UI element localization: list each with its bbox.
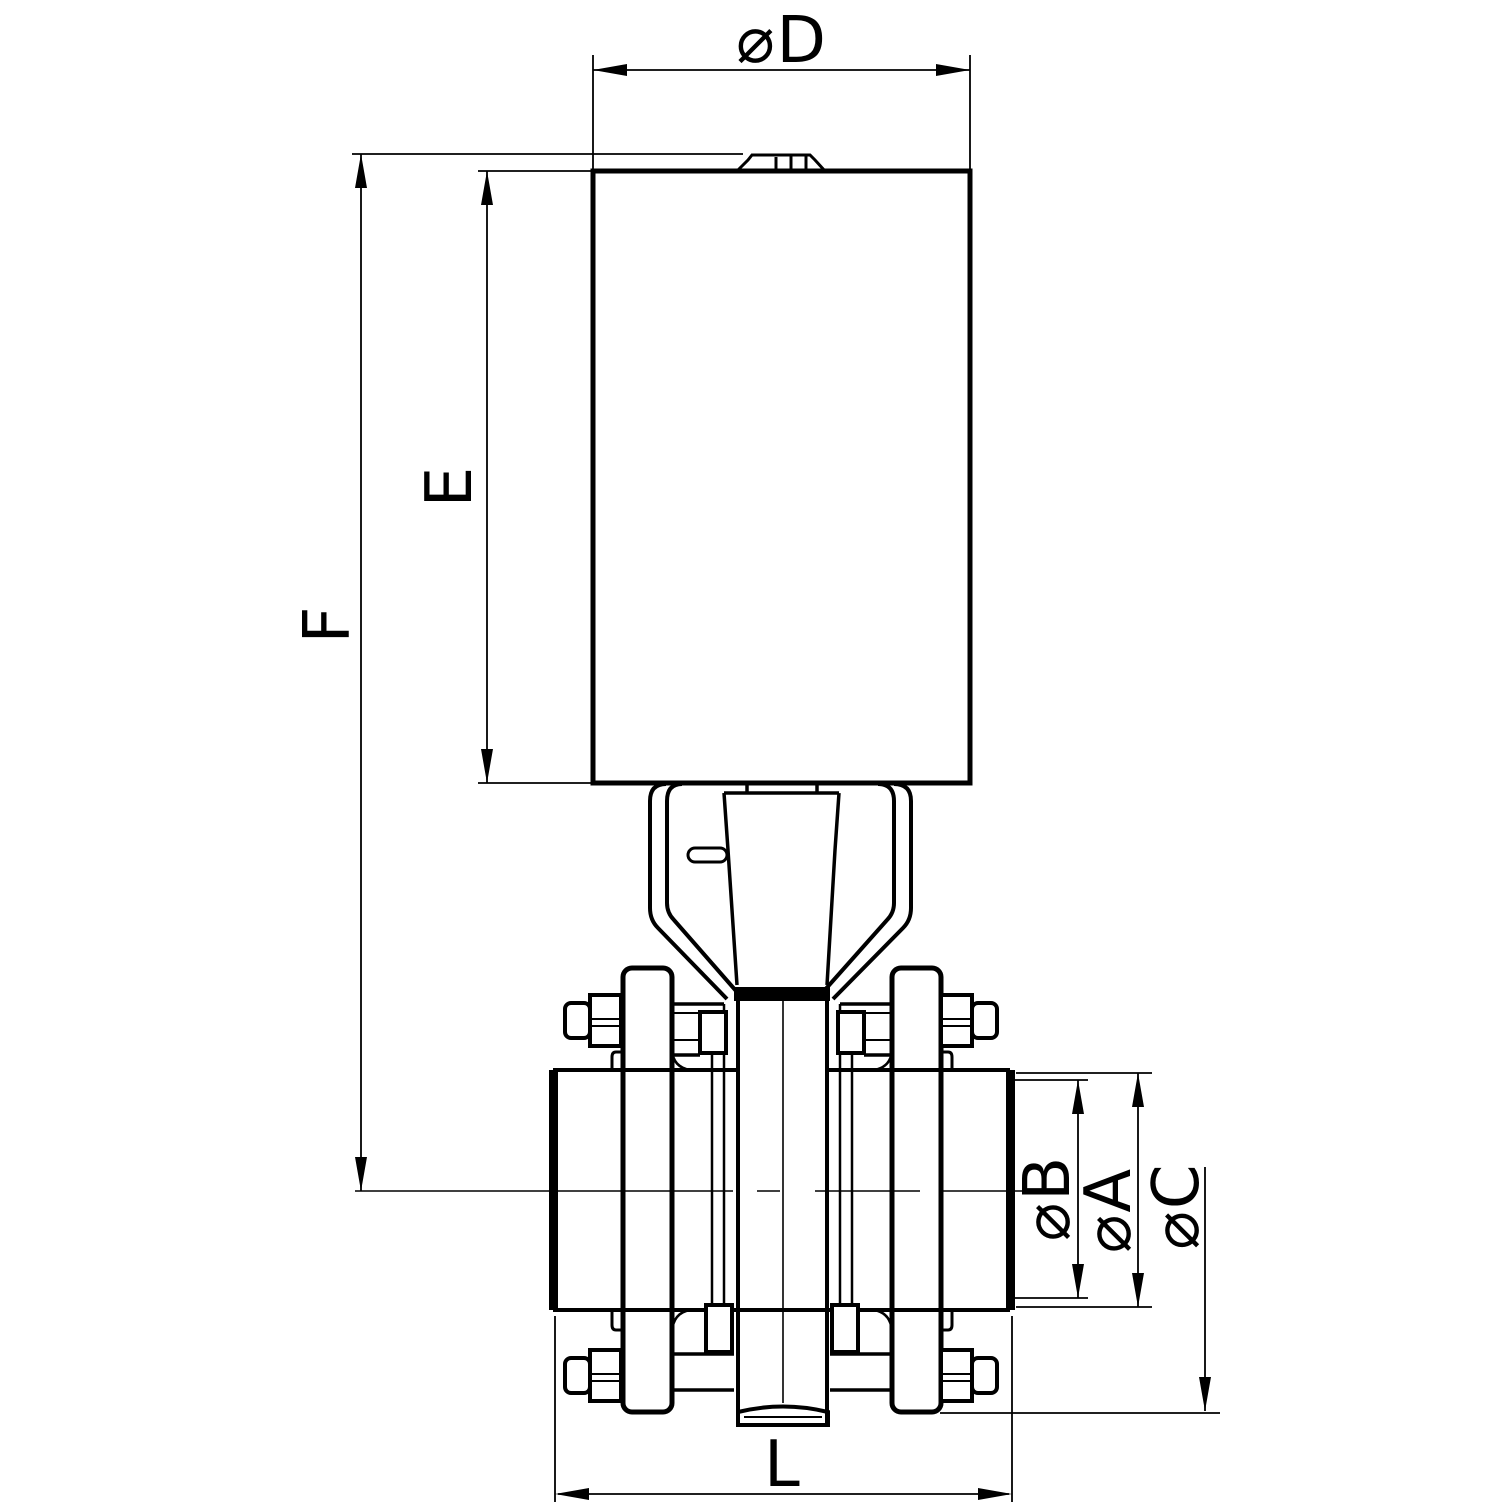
flange-collar-steps <box>610 1050 954 1332</box>
label-diameter-b: ⌀B <box>1011 1155 1085 1241</box>
dimension-labels: ⌀D E F ⌀B ⌀A ⌀C L <box>291 4 1214 1502</box>
hub-lines <box>672 1002 892 1392</box>
top-right-nut <box>836 1010 866 1055</box>
actuator-cylinder <box>590 168 973 786</box>
dim-line-c <box>940 1167 1220 1414</box>
bottom-left-bolt-washer <box>563 1356 592 1395</box>
yoke-stop-pin <box>686 846 729 864</box>
valve-body <box>549 965 1015 1427</box>
dim-line-l <box>554 1316 1013 1502</box>
label-diameter-d: ⌀D <box>736 4 828 78</box>
bottom-left-bolt-head <box>588 1348 623 1403</box>
label-e: E <box>413 465 487 507</box>
yoke-inner-contour <box>665 782 896 994</box>
bottom-left-nut <box>704 1303 734 1354</box>
pipe-walls <box>553 1068 1010 1312</box>
yoke-outer-contour <box>648 782 913 1001</box>
bottom-right-bolt-head <box>939 1348 974 1403</box>
pipe-weld-end-right <box>1006 1070 1015 1310</box>
top-left-bolt-washer <box>563 1001 592 1040</box>
left-flange-plate <box>620 965 675 1415</box>
bolt-shafts <box>672 1012 892 1041</box>
label-l: L <box>764 1428 802 1502</box>
yoke-bracket <box>648 782 913 1001</box>
dim-line-d <box>592 55 971 171</box>
dim-line-a <box>1016 1072 1152 1308</box>
label-f: F <box>291 605 365 644</box>
bolt-heads <box>563 993 999 1403</box>
top-right-bolt-washer <box>970 1001 999 1040</box>
label-diameter-c: ⌀C <box>1140 1162 1214 1249</box>
bolt-head-chamfer-lines <box>590 1018 972 1382</box>
top-right-bolt-head <box>939 993 974 1048</box>
bottom-stem-cap <box>736 1404 830 1427</box>
centerline <box>355 1001 1022 1403</box>
actuator-top-boss <box>735 153 827 173</box>
actuator <box>590 153 973 786</box>
top-left-nut <box>698 1010 728 1055</box>
weld-fillets <box>670 1049 894 1333</box>
bottom-right-bolt-washer <box>970 1356 999 1395</box>
dimension-lines <box>352 55 1220 1502</box>
pipe-weld-end-left <box>549 1070 558 1310</box>
bottom-right-nut <box>830 1303 860 1354</box>
dim-line-f <box>352 153 743 1191</box>
gland-bar <box>734 987 830 1001</box>
right-flange-plate <box>889 965 944 1415</box>
stem-housing-funnel <box>722 784 841 986</box>
dim-line-b <box>1012 1079 1088 1299</box>
dim-line-e <box>478 170 595 784</box>
label-diameter-a: ⌀A <box>1072 1167 1146 1253</box>
top-left-bolt-head <box>588 993 623 1048</box>
seat-liner-lines <box>710 1004 854 1308</box>
